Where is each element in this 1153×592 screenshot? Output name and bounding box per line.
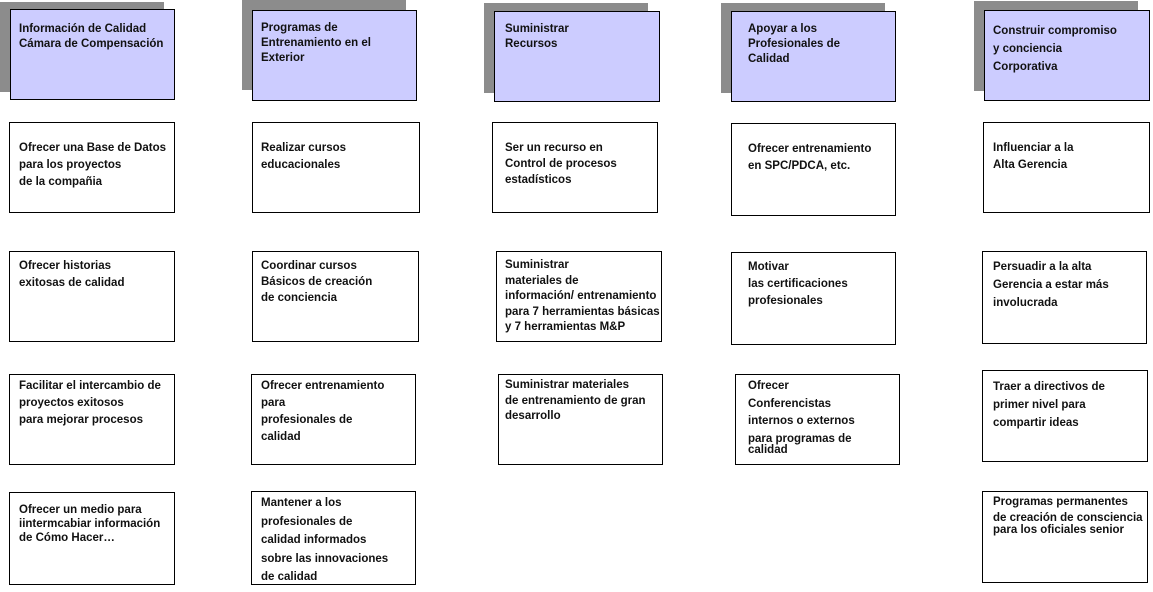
item-line: sobre las innovaciones xyxy=(261,552,389,565)
item-line: Programas permanentes xyxy=(993,496,1128,508)
item-line: exitosas de calidad xyxy=(19,277,125,289)
item-line: Ofrecer un medio para xyxy=(19,504,142,516)
item-line: Ofrecer entrenamiento xyxy=(261,380,385,392)
item-line: Coordinar cursos xyxy=(261,260,357,272)
item-line: Control de procesos xyxy=(505,158,617,170)
item-line: desarrollo xyxy=(505,410,561,422)
item-line: involucrada xyxy=(993,297,1058,309)
item-line: para 7 herramientas básicas xyxy=(505,305,660,318)
item-line: proyectos exitosos xyxy=(19,397,124,409)
header-box: Suministrar Recursos xyxy=(494,11,660,102)
item-box: Ofrecer un medio para iintermcabiar info… xyxy=(9,492,175,585)
item-line: Básicos de creación xyxy=(261,276,373,288)
item-line: Motivar xyxy=(748,261,789,273)
item-box: Persuadir a la alta Gerencia a estar más… xyxy=(982,251,1147,344)
item-line: para mejorar procesos xyxy=(19,414,144,426)
item-box: Motivar las certificaciones profesionale… xyxy=(731,252,896,345)
item-box: Ofrecer entrenamiento para profesionales… xyxy=(251,374,416,465)
header-box: Construir compromiso y conciencia Corpor… xyxy=(984,10,1150,101)
item-line: de calidad xyxy=(261,571,318,583)
item-line: calidad informados xyxy=(261,534,367,546)
item-line: de la compañia xyxy=(19,176,103,188)
item-line: materiales de xyxy=(505,274,579,287)
item-line: Ofrecer una Base de Datos xyxy=(19,142,167,154)
header-line: Información de Calidad xyxy=(19,23,147,35)
item-line: Ofrecer historias xyxy=(19,260,112,272)
item-line: Ofrecer xyxy=(748,380,789,392)
item-line: Realizar cursos xyxy=(261,142,347,154)
header-line: Entrenamiento en el xyxy=(261,37,371,49)
header-line: Calidad xyxy=(748,53,790,65)
header-line: Construir compromiso xyxy=(993,25,1117,37)
item-line: y 7 herramientas M&P xyxy=(505,321,626,333)
item-line: las certificaciones xyxy=(748,278,848,290)
item-box: Ser un recurso en Control de procesos es… xyxy=(492,122,658,213)
header-box: Apoyar a los Profesionales de Calidad xyxy=(731,11,896,102)
item-box: Ofrecer una Base de Datos para los proye… xyxy=(9,122,175,213)
item-line: para los oficiales senior xyxy=(993,524,1125,536)
item-line: profesionales de xyxy=(261,414,353,426)
item-box: Mantener a los profesionales de calidad … xyxy=(251,491,416,585)
item-line: primer nivel para xyxy=(993,399,1086,411)
item-line: profesionales xyxy=(748,295,823,307)
item-line: para xyxy=(261,397,286,409)
item-line: de creación de consciencia xyxy=(993,512,1143,524)
item-line: educacionales xyxy=(261,159,341,171)
header-line: Cámara de Compensación xyxy=(19,38,164,50)
item-line: Ser un recurso en xyxy=(505,142,603,154)
item-line: Alta Gerencia xyxy=(993,159,1068,171)
item-line: estadísticos xyxy=(505,174,572,186)
item-line: profesionales de xyxy=(261,515,353,528)
item-line: calidad xyxy=(748,444,788,456)
item-box: Ofrecer historias exitosas de calidad xyxy=(9,251,175,342)
item-line: de Cómo Hacer… xyxy=(19,532,115,544)
item-box: Facilitar el intercambio de proyectos ex… xyxy=(9,374,175,465)
item-box: Ofrecer Conferencistas internos o extern… xyxy=(735,374,900,465)
item-box: Realizar cursos educacionales xyxy=(252,122,420,213)
item-box: Influenciar a la Alta Gerencia xyxy=(983,122,1150,213)
header-line: y conciencia xyxy=(993,43,1063,55)
item-line: Conferencistas xyxy=(748,397,832,410)
item-line: Influenciar a la xyxy=(993,142,1074,154)
item-line: para programas de xyxy=(748,432,852,445)
header-line: Recursos xyxy=(505,38,558,50)
header-line: Exterior xyxy=(261,52,305,64)
header-box: Programas de Entrenamiento en el Exterio… xyxy=(252,10,417,101)
item-line: Suministrar materiales xyxy=(505,379,630,391)
item-box: Suministrar materiales de entrenamiento … xyxy=(498,374,663,465)
item-line: de entrenamiento de gran xyxy=(505,394,646,407)
header-box: Información de Calidad Cámara de Compens… xyxy=(10,9,175,100)
item-line: internos o externos xyxy=(748,415,855,427)
item-line: Suministrar xyxy=(505,259,569,271)
item-line: para los proyectos xyxy=(19,159,122,171)
header-line: Apoyar a los xyxy=(748,23,818,35)
item-line: compartir ideas xyxy=(993,417,1079,429)
header-line: Profesionales de xyxy=(748,38,841,50)
item-line: Facilitar el intercambio de xyxy=(19,380,161,392)
item-line: información/ entrenamiento xyxy=(505,290,657,302)
item-line: Persuadir a la alta xyxy=(993,261,1092,273)
item-line: Gerencia a estar más xyxy=(993,279,1109,291)
item-line: Mantener a los xyxy=(261,497,342,509)
item-box: Suministrar materiales de información/ e… xyxy=(496,251,662,342)
item-box: Coordinar cursos Básicos de creación de … xyxy=(252,251,419,342)
item-line: calidad xyxy=(261,431,301,443)
item-line: iintermcabiar información xyxy=(19,518,161,530)
item-line: de conciencia xyxy=(261,292,338,304)
item-box: Programas permanentes de creación de con… xyxy=(982,491,1148,583)
item-line: Traer a directivos de xyxy=(993,381,1105,393)
item-box: Ofrecer entrenamiento en SPC/PDCA, etc. xyxy=(731,123,896,216)
item-line: en SPC/PDCA, etc. xyxy=(748,160,851,172)
item-line: Ofrecer entrenamiento xyxy=(748,143,872,155)
item-box: Traer a directivos de primer nivel para … xyxy=(982,370,1148,462)
header-line: Suministrar xyxy=(505,23,569,35)
header-line: Corporativa xyxy=(993,61,1058,73)
header-line: Programas de xyxy=(261,22,338,34)
